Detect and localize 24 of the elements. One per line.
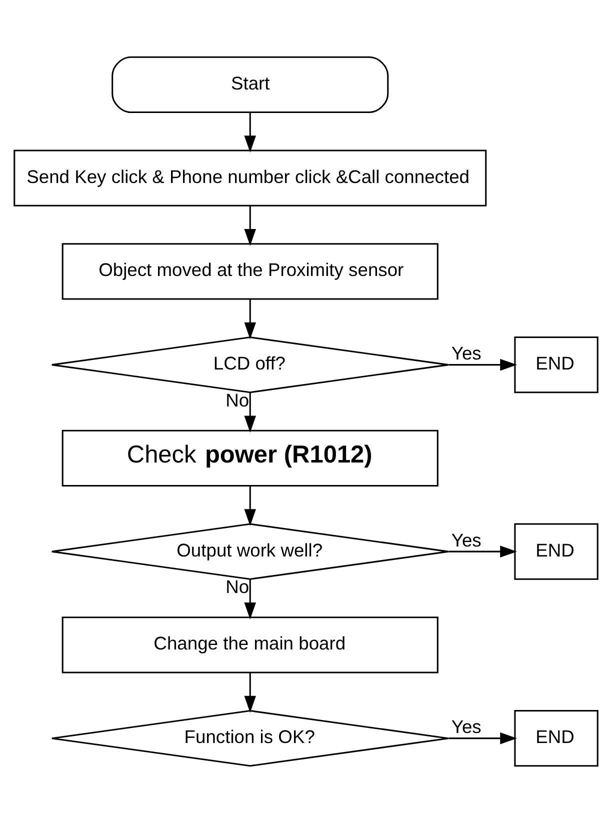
node-box: Start bbox=[112, 56, 389, 112]
arrow bbox=[448, 358, 517, 370]
node-diamond: Function is OK? bbox=[51, 710, 450, 766]
arrow bbox=[244, 672, 256, 712]
node-box: Change the main board bbox=[62, 616, 438, 673]
arrow bbox=[448, 732, 517, 744]
node-box: END bbox=[514, 710, 598, 766]
edge-label: Yes bbox=[451, 528, 482, 550]
node-box: Send Key click & Phone number click &Call connected bbox=[14, 149, 487, 206]
node-diamond: LCD off? bbox=[51, 336, 450, 393]
node-box: Check power (R1012) bbox=[62, 429, 438, 486]
arrow bbox=[244, 298, 256, 339]
node-box: END bbox=[514, 522, 598, 580]
node-box: Object moved at the Proximity sensor bbox=[62, 242, 438, 300]
node-box: END bbox=[514, 336, 598, 393]
node-diamond: Output work well? bbox=[51, 522, 450, 580]
arrow bbox=[244, 485, 256, 526]
edge-label: Yes bbox=[451, 342, 482, 364]
arrow bbox=[244, 112, 256, 152]
arrow bbox=[448, 545, 517, 557]
arrow bbox=[244, 392, 256, 432]
arrow bbox=[244, 578, 256, 619]
edge-label: Yes bbox=[451, 716, 482, 737]
arrow bbox=[244, 205, 256, 246]
